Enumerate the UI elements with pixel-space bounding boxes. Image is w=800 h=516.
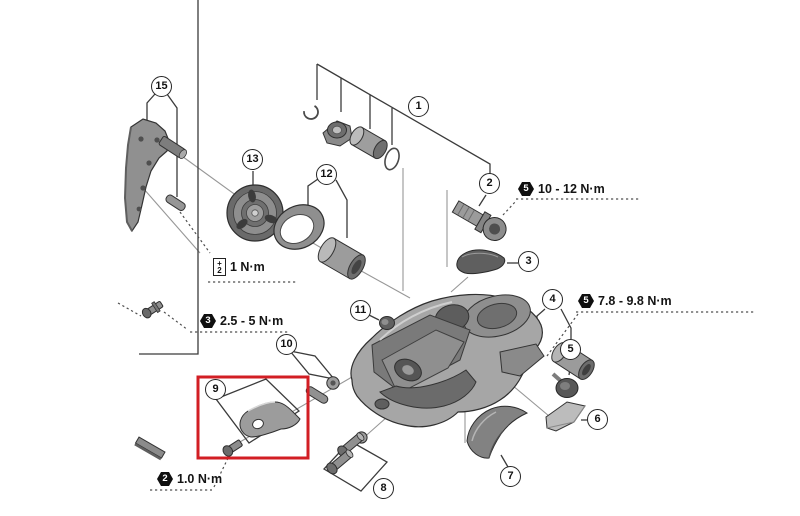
cylinder-part-1 bbox=[349, 126, 388, 160]
guard-part-7 bbox=[466, 405, 529, 459]
hex-key-icon: 5 bbox=[518, 181, 534, 197]
hex-key-icon: 3 bbox=[200, 313, 216, 329]
phillips-screwdriver-icon: +2 bbox=[213, 258, 226, 276]
torque-text: 10 - 12 N·m bbox=[538, 182, 605, 196]
flanged-bushing-part-1 bbox=[322, 120, 353, 147]
snap-ring-part-1 bbox=[303, 104, 319, 120]
washer-part-10 bbox=[326, 376, 340, 390]
hex-key-icon: 5 bbox=[578, 293, 594, 309]
cage-axle bbox=[158, 135, 188, 159]
cap-part-11 bbox=[379, 316, 395, 330]
torque-text: 2.5 - 5 N·m bbox=[220, 314, 284, 328]
callout-part-6: 6 bbox=[587, 409, 608, 430]
callout-part-9: 9 bbox=[205, 379, 226, 400]
screws-part-8 bbox=[326, 431, 368, 475]
cut-frame-line bbox=[139, 0, 199, 355]
bolt-adjust bbox=[141, 301, 164, 319]
derailleur-body bbox=[350, 293, 545, 428]
o-ring-part-1 bbox=[384, 147, 400, 171]
torque-note-78-98: 5 7.8 - 9.8 N·m bbox=[578, 292, 672, 310]
callout-part-11: 11 bbox=[350, 300, 371, 321]
callout-part-8: 8 bbox=[373, 478, 394, 499]
highlight-box bbox=[196, 375, 310, 460]
torque-note-25-5: 3 2.5 - 5 N·m bbox=[200, 312, 283, 330]
callout-part-2: 2 bbox=[479, 173, 500, 194]
callout-part-1: 1 bbox=[408, 96, 429, 117]
plate-part-6 bbox=[545, 401, 586, 432]
callout-part-10: 10 bbox=[276, 334, 297, 355]
bracket-lines bbox=[139, 0, 587, 492]
torque-text: 1 N·m bbox=[230, 260, 265, 274]
callout-part-13: 13 bbox=[242, 149, 263, 170]
cap-part-5 bbox=[551, 372, 579, 398]
bolt-part-2 bbox=[451, 200, 507, 241]
cage-plate-part-15 bbox=[123, 118, 188, 233]
callout-part-15: 15 bbox=[151, 76, 172, 97]
torque-note-1: +2 1 N·m bbox=[213, 258, 265, 276]
callout-part-5: 5 bbox=[560, 339, 581, 360]
torque-text: 1.0 N·m bbox=[177, 472, 223, 486]
torque-text: 7.8 - 9.8 N·m bbox=[598, 294, 672, 308]
torque-note-10-12: 5 10 - 12 N·m bbox=[518, 180, 605, 198]
callout-part-4: 4 bbox=[542, 289, 563, 310]
dashed-lines bbox=[117, 198, 755, 491]
hex-key-icon: 2 bbox=[157, 471, 173, 487]
callout-part-12: 12 bbox=[316, 164, 337, 185]
ring-part-12 bbox=[273, 204, 325, 250]
torque-note-10nm: 2 1.0 N·m bbox=[157, 470, 222, 488]
plate-fragment bbox=[134, 436, 166, 461]
bracket-part-9 bbox=[239, 401, 301, 438]
cage-pin bbox=[165, 194, 186, 211]
cover-part-3 bbox=[456, 249, 506, 275]
callout-part-7: 7 bbox=[500, 466, 521, 487]
bushing-part-12 bbox=[317, 237, 366, 280]
callout-part-3: 3 bbox=[518, 251, 539, 272]
screw-part-9 bbox=[222, 439, 243, 457]
